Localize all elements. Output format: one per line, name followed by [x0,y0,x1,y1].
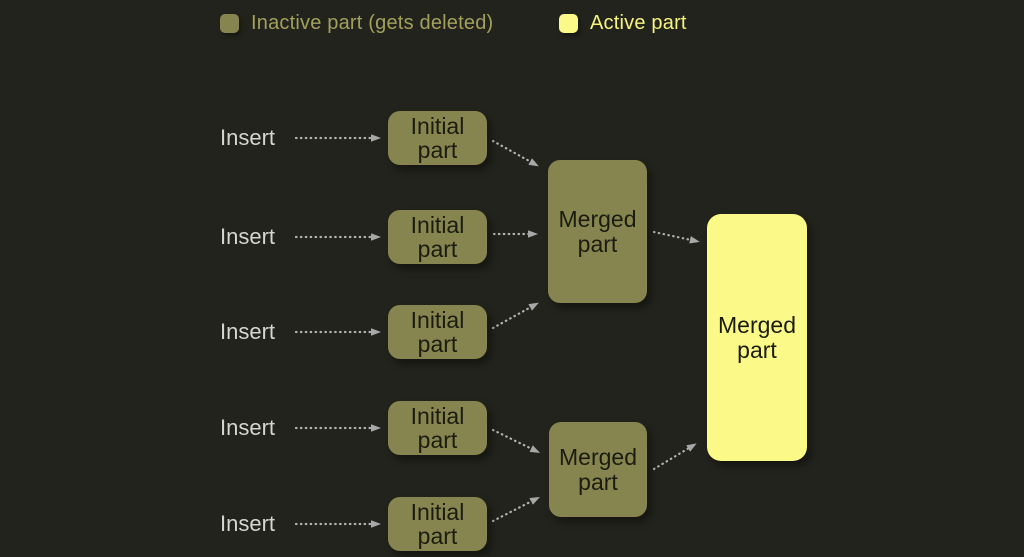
initial-part-label: Initial part [410,306,465,357]
insert-label-1: Insert [220,125,276,150]
legend-label-inactive: Inactive part (gets deleted) [251,12,494,34]
initial-part-label: Initial part [410,112,465,163]
initial-part-node-4: Initial part [388,401,487,455]
initial-part-node-5: Initial part [388,497,487,551]
merged-part-node-2: Merged part [549,422,647,517]
legend-label-active: Active part [590,12,687,34]
merged-part-label: Merged part [559,444,637,495]
insert-label-2: Insert [220,224,276,249]
merged-part-node-active: Merged part [707,214,807,461]
legend-item-active: Active part [559,12,687,35]
merged-part-label: Merged part [718,312,796,363]
insert-label-3: Insert [220,319,276,344]
insert-label-5: Insert [220,511,276,536]
insert-label-4: Insert [220,415,276,440]
merged-part-label: Merged part [558,206,637,257]
initial-part-label: Initial part [410,402,465,453]
arrow-initial5-merged2 [491,496,541,523]
initial-part-node-1: Initial part [388,111,487,165]
arrow-merged2-active [652,443,697,471]
active-swatch-icon [559,14,578,33]
inactive-swatch-icon [220,14,239,33]
legend-item-inactive: Inactive part (gets deleted) [220,12,493,35]
arrow-initial3-merged1 [491,302,539,330]
initial-part-label: Initial part [410,211,465,262]
arrow-merged1-active [652,230,700,244]
arrow-initial4-merged2 [491,428,541,453]
initial-part-label: Initial part [410,498,465,549]
arrow-initial1-merged1 [491,139,539,167]
merged-part-node-1: Merged part [548,160,647,303]
initial-part-node-2: Initial part [388,210,487,264]
initial-part-node-3: Initial part [388,305,487,359]
